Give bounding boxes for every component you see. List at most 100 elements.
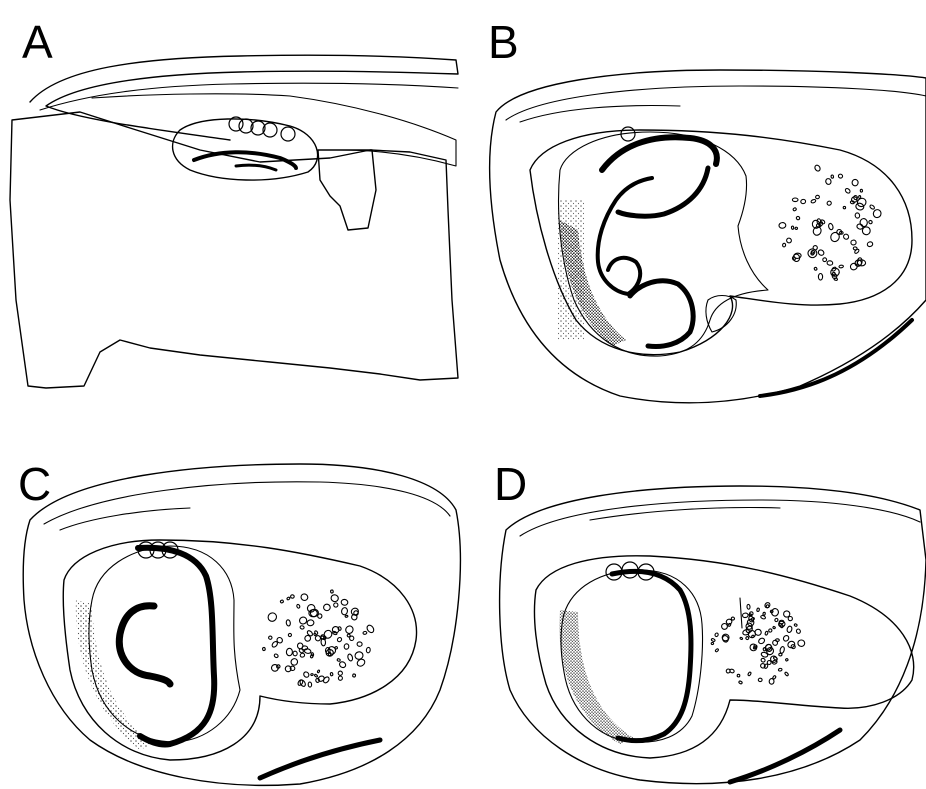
panel-b-lower-epidermis [760, 320, 912, 396]
cell [740, 637, 743, 640]
panel-b-retina-fold [598, 178, 652, 294]
cell [344, 644, 349, 650]
cell [793, 207, 797, 211]
cell [337, 658, 341, 661]
cell [296, 604, 300, 609]
cell [290, 657, 299, 666]
panel-c-neural-retina [138, 548, 214, 745]
cell [323, 603, 331, 611]
cell [814, 267, 817, 271]
cell [826, 200, 831, 205]
panel-d-mesenchyme-boundary [534, 556, 913, 758]
panel-label-d: D [494, 458, 527, 510]
cell [774, 618, 778, 622]
cell [860, 218, 868, 227]
cell [293, 651, 298, 656]
cell [729, 669, 734, 674]
cell [794, 623, 798, 626]
cell [300, 653, 305, 658]
cell [268, 636, 272, 640]
cell [778, 668, 782, 671]
cell [344, 624, 354, 634]
panel-a-optic-vesicle [173, 119, 318, 180]
cell [288, 633, 292, 637]
cell [338, 661, 346, 669]
panel-d-neural-retina [612, 571, 691, 740]
cell [307, 619, 315, 626]
cell [333, 602, 339, 608]
cell [798, 640, 805, 647]
cell [308, 682, 312, 687]
cell [779, 222, 786, 228]
cell [843, 233, 850, 240]
cell [796, 216, 801, 220]
cell [868, 220, 873, 224]
cell [773, 640, 778, 645]
cell [357, 642, 362, 647]
panel-c-inner-retina [119, 606, 170, 684]
cell [366, 647, 371, 653]
panel-a-neural-layer-2 [236, 165, 276, 170]
panel-b-retina-lower [630, 281, 693, 347]
cell [747, 604, 750, 609]
cell [779, 646, 785, 654]
cell [767, 660, 771, 664]
cell [737, 674, 740, 677]
cell [347, 653, 353, 661]
panel-b: B [488, 16, 926, 403]
cell [304, 648, 311, 654]
panel-d-inner-line [590, 508, 780, 521]
cell [800, 199, 806, 204]
cell [761, 658, 766, 663]
cell [330, 590, 333, 593]
cell [818, 274, 822, 281]
cell [828, 223, 834, 230]
cell [313, 633, 316, 636]
cell [817, 249, 825, 257]
cell [314, 674, 318, 678]
cell [786, 237, 793, 244]
cell [852, 179, 858, 186]
cell [310, 654, 314, 658]
cell [286, 648, 292, 656]
cell [843, 206, 845, 208]
cell [317, 670, 320, 673]
panel-d: D [494, 458, 926, 784]
cell [758, 678, 762, 682]
cell [758, 637, 766, 645]
cell [859, 196, 861, 199]
cell [290, 666, 295, 671]
cell [869, 204, 875, 210]
panel-b-neural-retina-inner [618, 168, 708, 216]
cell [872, 208, 882, 218]
cell [839, 265, 844, 268]
cell [345, 615, 348, 617]
cell [306, 603, 316, 614]
cell [814, 164, 821, 172]
cell [796, 628, 801, 634]
panel-c-inner-line [60, 508, 190, 530]
panel-label-c: C [18, 458, 51, 510]
cell [738, 681, 742, 685]
cell [772, 675, 776, 679]
cell [341, 607, 348, 615]
cell [337, 637, 343, 643]
cell [784, 672, 788, 677]
cell [714, 633, 718, 638]
cell [711, 638, 715, 642]
cell [266, 611, 278, 623]
cell [757, 608, 760, 612]
cell [831, 175, 834, 179]
panel-c: C [18, 458, 460, 785]
cell [337, 670, 343, 676]
cell [829, 231, 840, 243]
panel-d-optic-stalk [740, 598, 742, 628]
panel-b-outer-outline [490, 70, 926, 403]
cell [845, 188, 851, 194]
cell [791, 226, 794, 230]
panel-b-surface-layer [506, 86, 926, 120]
cell [763, 612, 766, 615]
cell [853, 247, 857, 250]
panel-a-mid-layer [40, 83, 458, 110]
panel-c-cell-cluster [262, 590, 375, 688]
